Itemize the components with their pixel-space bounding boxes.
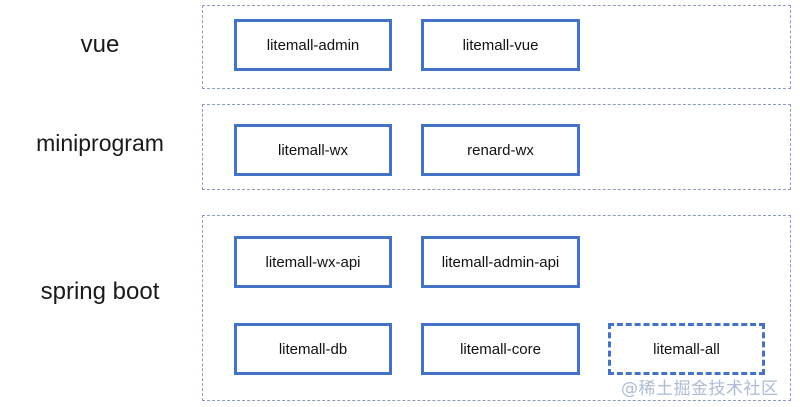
module-box-litemall-vue[interactable]: litemall-vue (421, 19, 580, 71)
module-box-litemall-wx[interactable]: litemall-wx (234, 124, 392, 176)
module-box-litemall-db[interactable]: litemall-db (234, 323, 392, 375)
tier-label-miniprogram: miniprogram (36, 130, 164, 156)
module-box-litemall-admin-api[interactable]: litemall-admin-api (421, 236, 580, 288)
tier-label-spring-boot: spring boot (40, 278, 160, 305)
module-box-litemall-wx-api[interactable]: litemall-wx-api (234, 236, 392, 288)
module-box-litemall-all[interactable]: litemall-all (608, 323, 765, 375)
module-box-renard-wx[interactable]: renard-wx (421, 124, 580, 176)
watermark-text: @稀土掘金技术社区 (621, 379, 779, 399)
module-box-litemall-core[interactable]: litemall-core (421, 323, 580, 375)
module-box-litemall-admin[interactable]: litemall-admin (234, 19, 392, 71)
tier-label-vue: vue (80, 31, 120, 58)
